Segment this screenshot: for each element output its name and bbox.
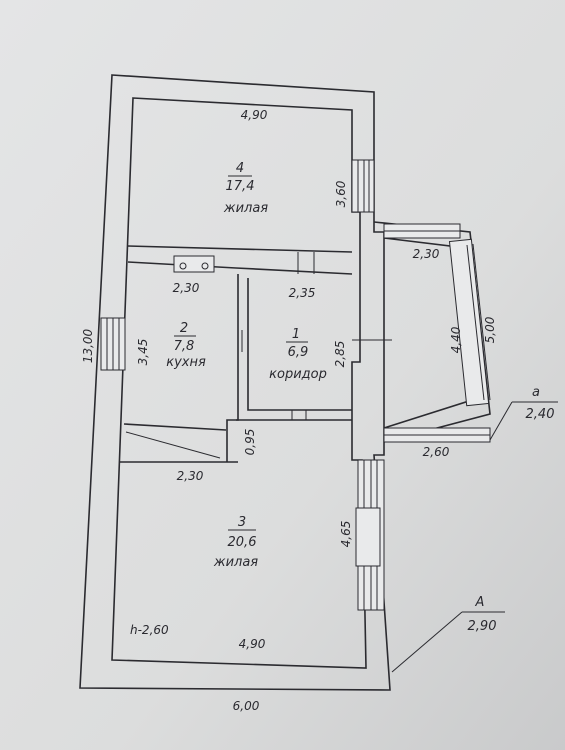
dim-corridor-top: 2,35 bbox=[289, 286, 316, 300]
dim-veranda-inner: 4,40 bbox=[449, 326, 463, 353]
room4-number: 4 bbox=[236, 161, 244, 176]
room3-area: 20,6 bbox=[228, 535, 257, 550]
room4-window bbox=[351, 159, 375, 213]
dim-room4-top: 4,90 bbox=[241, 108, 268, 122]
dim-kitchen-top: 2,30 bbox=[173, 281, 200, 295]
marker-A-value: 2,90 bbox=[468, 619, 497, 634]
room2-name: кухня bbox=[166, 355, 206, 370]
room1-number: 1 bbox=[292, 327, 300, 342]
room2-area: 7,8 bbox=[174, 339, 195, 354]
room3-name: жилая bbox=[213, 555, 258, 570]
partitions bbox=[120, 245, 392, 463]
left-window bbox=[100, 317, 126, 371]
room1-area: 6,9 bbox=[288, 345, 309, 360]
dim-room3-top: 2,30 bbox=[177, 469, 204, 483]
dim-kitchen-side: 3,45 bbox=[136, 339, 150, 366]
dim-room3-side: 4,65 bbox=[339, 521, 353, 548]
ceiling-height: h-2,60 bbox=[130, 623, 169, 637]
dim-room3-bottom: 4,90 bbox=[239, 637, 266, 651]
veranda bbox=[373, 221, 491, 443]
room2-number: 2 bbox=[180, 321, 188, 336]
room1-name: коридор bbox=[269, 367, 327, 382]
marker-a-letter: a bbox=[532, 385, 540, 400]
dim-left-overall: 13,00 bbox=[81, 328, 95, 363]
section-markers bbox=[391, 401, 558, 673]
dim-veranda-bottom: 2,60 bbox=[423, 445, 450, 459]
marker-a-value: 2,40 bbox=[526, 407, 555, 422]
dim-corridor-side: 2,85 bbox=[333, 341, 347, 368]
dim-veranda-top: 2,30 bbox=[413, 247, 440, 261]
room4-name: жилая bbox=[223, 201, 268, 216]
outer-wall bbox=[79, 74, 391, 691]
dim-room4-side: 3,60 bbox=[334, 180, 348, 207]
marker-A-letter: A bbox=[475, 595, 485, 610]
dim-veranda-outer: 5,00 bbox=[483, 316, 497, 343]
dim-passage: 0,95 bbox=[243, 429, 257, 456]
room4-area: 17,4 bbox=[226, 179, 255, 194]
room3-window bbox=[355, 459, 385, 611]
dim-bottom-overall: 6,00 bbox=[233, 699, 260, 713]
room3-number: 3 bbox=[238, 515, 246, 530]
